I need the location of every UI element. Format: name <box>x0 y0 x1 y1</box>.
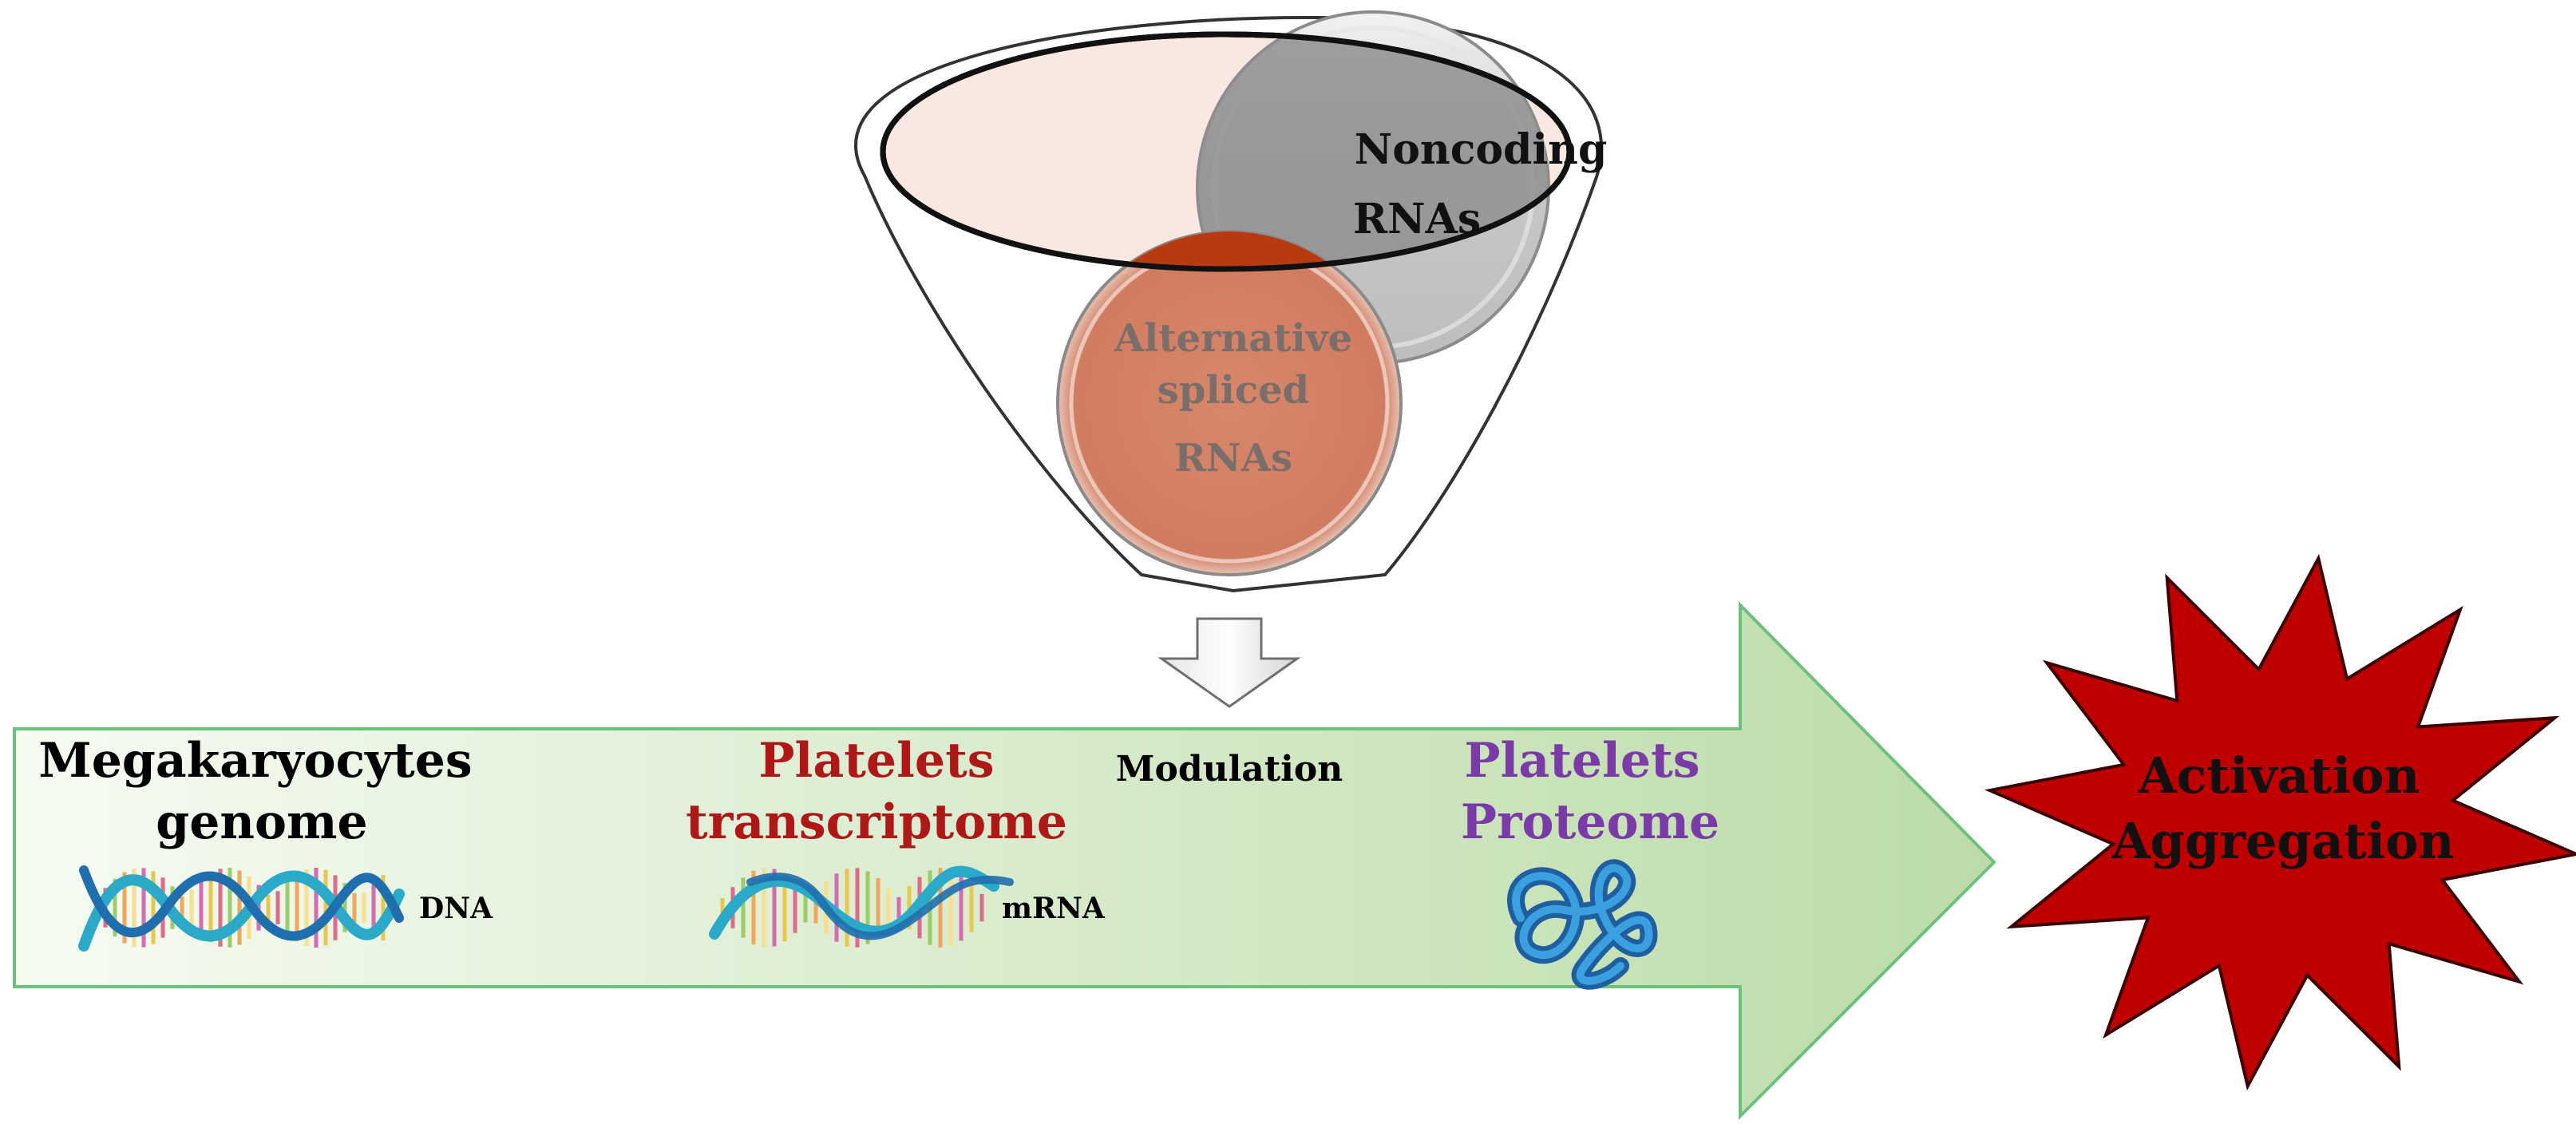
dna-icon <box>78 865 405 952</box>
pathway-arrow <box>13 601 1996 1120</box>
spliced-label-line3: RNAs <box>1174 436 1292 481</box>
transcriptome-label-line2: transcriptome <box>686 794 1067 850</box>
mrna-label: mRNA <box>1002 892 1106 925</box>
genome-label-line2: genome <box>156 794 367 850</box>
starburst-shape <box>1984 553 2576 1091</box>
transcriptome-stage: Platelets transcriptome mRNA <box>686 733 1106 948</box>
noncoding-label-line1: Noncoding <box>1355 125 1608 174</box>
dna-label: DNA <box>419 892 493 925</box>
genome-label-line1: Megakaryocytes <box>38 733 472 789</box>
spliced-label-line1: Alternative <box>1114 316 1352 361</box>
protein-icon <box>1507 859 1658 990</box>
outcome-label-line2: Aggregation <box>2111 812 2454 870</box>
genome-stage: Megakaryocytes genome DNA <box>38 733 493 952</box>
transcriptome-label-line1: Platelets <box>758 733 994 789</box>
funnel-output-arrow <box>1157 617 1301 708</box>
spliced-label-line2: spliced <box>1157 368 1309 413</box>
activation-starburst: Activation Aggregation <box>1984 553 2576 1091</box>
mrna-icon <box>709 865 1014 948</box>
outcome-label-line1: Activation <box>2138 746 2420 805</box>
proteome-stage: Platelets Proteome <box>1461 733 1719 990</box>
proteome-label-line2: Proteome <box>1461 794 1719 850</box>
spliced-rnas-circle <box>880 31 1573 576</box>
funnel: Noncoding RNAs Alternative spliced RNAs <box>854 10 1608 593</box>
modulation-label: Modulation <box>1116 749 1343 790</box>
noncoding-label-line2: RNAs <box>1353 195 1481 243</box>
proteome-label-line1: Platelets <box>1464 733 1700 789</box>
